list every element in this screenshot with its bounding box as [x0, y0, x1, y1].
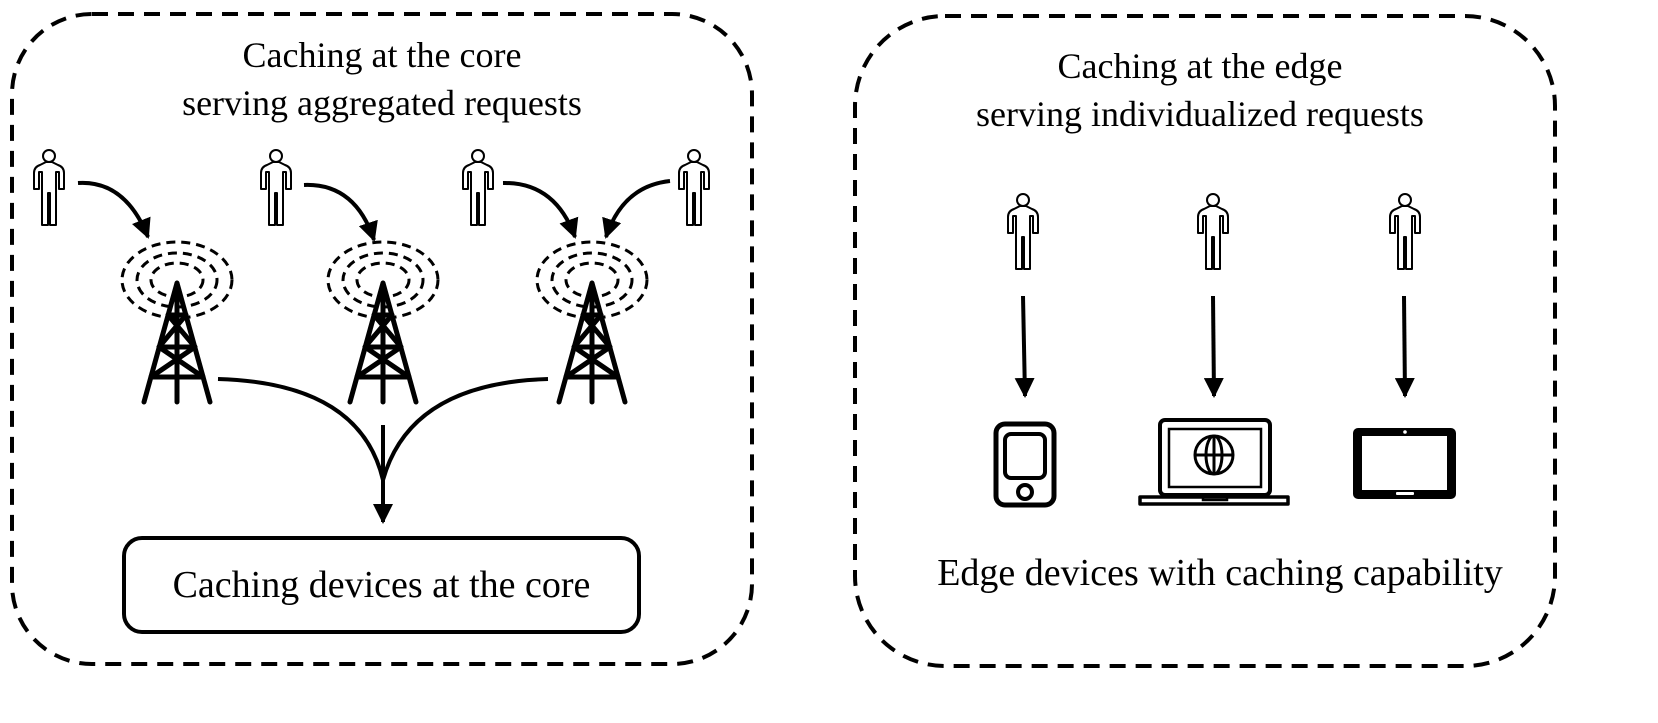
user-icon: [33, 149, 65, 226]
globe-icon: [1193, 434, 1235, 476]
cell-tower-icon: [122, 242, 232, 402]
cell-tower-icon: [328, 242, 438, 402]
laptop-icon: [1138, 418, 1290, 506]
right-title-line1: Caching at the edge: [1057, 46, 1343, 86]
request-arrow: [502, 180, 579, 239]
request-arrow: [1203, 295, 1224, 398]
core-caching-box: [122, 536, 641, 634]
edge-devices-caption: Edge devices with caching capability: [937, 552, 1503, 594]
request-arrow: [303, 182, 378, 242]
left-title-line2: serving aggregated requests: [182, 83, 582, 123]
smartphone-icon: [993, 421, 1057, 508]
aggregation-line: [381, 377, 549, 481]
user-icon: [1197, 193, 1229, 270]
request-arrow: [1394, 295, 1415, 398]
user-icon: [1007, 193, 1039, 270]
user-icon: [260, 149, 292, 226]
right-title: Caching at the edge serving individualiz…: [925, 42, 1475, 138]
request-arrow: [77, 180, 151, 239]
cell-tower-icon: [537, 242, 647, 402]
tablet-icon: [1353, 428, 1456, 499]
aggregation-line: [217, 377, 385, 481]
request-arrow: [1014, 295, 1035, 398]
request-arrow: [602, 179, 671, 239]
left-panel-border: [10, 12, 754, 666]
right-panel-border: [853, 14, 1557, 668]
user-icon: [1389, 193, 1421, 270]
left-title-line1: Caching at the core: [242, 35, 522, 75]
core-caching-box-label: Caching devices at the core: [172, 564, 591, 606]
left-title: Caching at the core serving aggregated r…: [112, 31, 652, 127]
user-icon: [462, 149, 494, 226]
right-title-line2: serving individualized requests: [976, 94, 1424, 134]
user-icon: [678, 149, 710, 226]
